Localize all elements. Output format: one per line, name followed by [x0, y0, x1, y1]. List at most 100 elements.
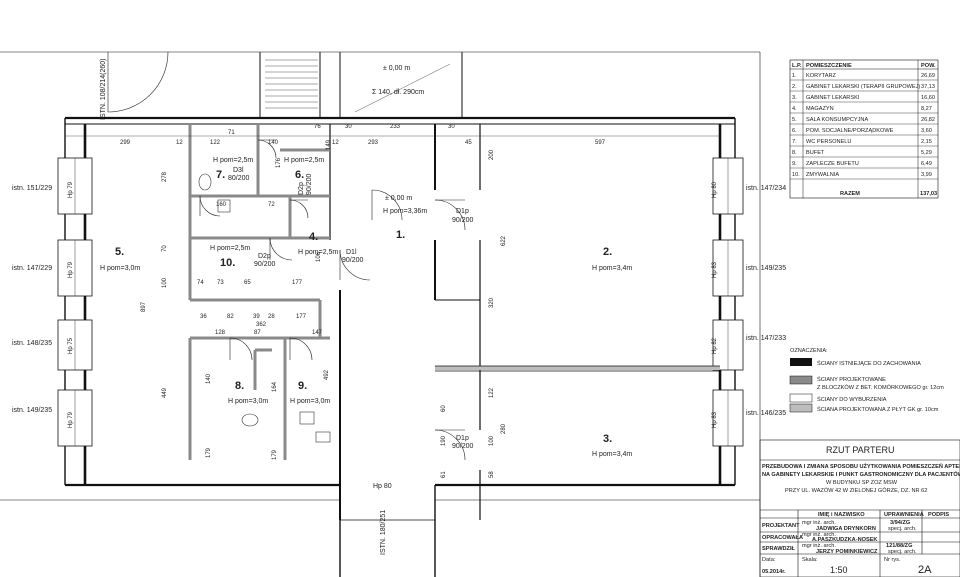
legend-item-3: Z BLOCZKÓW Z BET. KOMÓRKOWEGO gr. 12cm: [817, 384, 944, 391]
room-height-5: H pom=3,0m: [100, 265, 140, 272]
legend: OZNACZENIA: ŚCIANY ISTNIEJĄCE DO ZACHOWA…: [789, 348, 944, 413]
dim-179b: 179: [272, 449, 278, 460]
scale-value: 1:50: [830, 565, 848, 575]
dim-60: 60: [441, 405, 447, 412]
door-d1p-size-2: 90/200: [452, 443, 474, 450]
dim-122: 122: [489, 387, 495, 398]
hp-bottom-label: Hp 80: [373, 483, 392, 490]
hp-right-3: Hp 82: [712, 337, 718, 354]
room-height-9: H pom=3,0m: [290, 398, 330, 405]
dim-top-5: 140: [268, 140, 279, 146]
room-number-5: 5.: [115, 246, 124, 258]
room-number-6: 6.: [295, 169, 304, 181]
dim-622: 622: [501, 235, 507, 246]
dim-top-11: 30: [448, 124, 455, 130]
istn-top-rotated: ISTN. 108/214(260): [100, 59, 107, 120]
dim-179: 179: [206, 447, 212, 458]
table-cell: POM. SOCJALNE/PORZĄDKOWE: [806, 128, 894, 134]
table-cell: 4.: [792, 106, 797, 112]
table-cell: 6.: [792, 128, 797, 134]
table-cell: 8,27: [921, 106, 932, 112]
table-cell: GABINET LEKARSKI (TERAPII GRUPOWEJ): [806, 84, 920, 90]
person3-rights-spec: specj. arch.: [888, 549, 917, 555]
legend-swatch-demolish: [789, 393, 813, 403]
room-labels: 1. H pom=3,36m ± 0,00 m 2. H pom=3,4m 3.…: [100, 157, 632, 458]
legend-title: OZNACZENIA:: [790, 348, 828, 354]
project-line-2: NA GABINETY LEKARSKIE I PUNKT GASTRONOMI…: [762, 470, 960, 478]
dim-61: 61: [441, 471, 447, 478]
room-height-1: H pom=3,36m: [383, 208, 427, 215]
dim-top-13: 597: [595, 140, 606, 146]
title-block-text: RZUT PARTERU PRZEBUDOWA I ZMIANA SPOSOBU…: [762, 445, 960, 576]
door-d1l-label: D1l: [346, 249, 357, 256]
legend-item-1: ŚCIANY ISTNIEJĄCE DO ZACHOWANIA: [817, 359, 921, 367]
istn-bottom-rotated: ISTN. 180/251: [380, 510, 387, 555]
dim-82: 82: [227, 314, 234, 320]
left-window-labels: istn. 151/229 istn. 147/229 istn. 148/23…: [12, 185, 52, 414]
project-line-1: PRZEBUDOWA I ZMIANA SPOSOBU UŻYTKOWANIA …: [762, 462, 960, 470]
table-header-area: POW.: [921, 63, 936, 69]
hp-left-3: Hp 75: [68, 337, 74, 354]
dim-149: 149: [326, 139, 332, 150]
dim-897: 897: [141, 301, 147, 312]
dim-160: 160: [216, 202, 227, 208]
dim-58: 58: [489, 471, 495, 478]
dim-top-7: 12: [332, 140, 339, 146]
table-cell: 5.: [792, 117, 797, 123]
sanitary-fixtures: [198, 173, 331, 443]
person1-name: JADWIGA DRYNKORN: [816, 526, 876, 532]
legend-swatch-new: [789, 375, 813, 385]
room-number-9: 9.: [298, 380, 307, 392]
sheet-value: 2A: [918, 564, 932, 576]
hp-left-1: Hp 79: [68, 181, 74, 198]
table-cell: 8.: [792, 150, 797, 156]
dim-320: 320: [489, 297, 495, 308]
table-cell: 9.: [792, 161, 797, 167]
dim-176: 176: [276, 157, 282, 168]
left-window-2: istn. 147/229: [12, 265, 52, 272]
dim-top-1: 299: [120, 140, 131, 146]
table-cell: 3,99: [921, 172, 932, 178]
title-block: [759, 439, 960, 577]
person1-title: mgr inż. arch.: [802, 520, 836, 526]
room-height-4: H pom=2,5m: [298, 249, 338, 256]
right-window-3: istn. 147/233: [746, 335, 786, 342]
dim-72: 72: [268, 202, 275, 208]
role-opracowala: OPRACOWAŁA: [762, 535, 803, 541]
stair-treads: [265, 59, 451, 113]
door-labels: D3l 80/200 D2p 90/200 D1l 90/200 D1p 90/…: [228, 167, 474, 450]
dim-177b: 177: [296, 314, 307, 320]
table-cell: MAGAZYN: [806, 106, 834, 112]
top-level-label: ± 0,00 m: [383, 65, 410, 72]
hp-left-4: Hp 79: [68, 411, 74, 428]
table-cell: 16,60: [921, 95, 935, 101]
dim-top-3: 122: [210, 140, 221, 146]
legend-swatch-gk: [789, 403, 813, 413]
dim-74: 74: [197, 280, 204, 286]
table-cell: 2,15: [921, 139, 932, 145]
dim-164: 164: [272, 381, 278, 392]
dim-200: 200: [489, 149, 495, 160]
dim-362: 362: [256, 322, 267, 328]
hp-labels: Hp 79 Hp 79 Hp 75 Hp 79 Hp 80 Hp 83 Hp 8…: [68, 181, 718, 428]
table-cell: 7.: [792, 139, 797, 145]
left-window-4: istn. 149/235: [12, 407, 52, 414]
table-cell: 3.: [792, 95, 797, 101]
room-height-7: H pom=2,5m: [213, 157, 253, 164]
dim-280: 280: [501, 423, 507, 434]
person1-rights-spec: specj. arch.: [888, 526, 917, 532]
dim-106: 106: [316, 251, 322, 262]
door-d1p-label: D1p: [456, 208, 469, 215]
dim-87: 87: [254, 330, 261, 336]
dim-65: 65: [244, 280, 251, 286]
door-d1p-label-2: D1p: [456, 435, 469, 442]
room-number-3: 3.: [603, 433, 612, 445]
dim-140: 140: [206, 373, 212, 384]
dim-top-9: 30: [345, 124, 352, 130]
table-total-value: 137,03: [920, 191, 937, 197]
person3-rights-no: 121/88/ZG: [886, 543, 912, 549]
door-d1l-size: 90/200: [342, 257, 364, 264]
dim-100b: 100: [489, 435, 495, 446]
sheet-title: RZUT PARTERU: [826, 445, 895, 455]
